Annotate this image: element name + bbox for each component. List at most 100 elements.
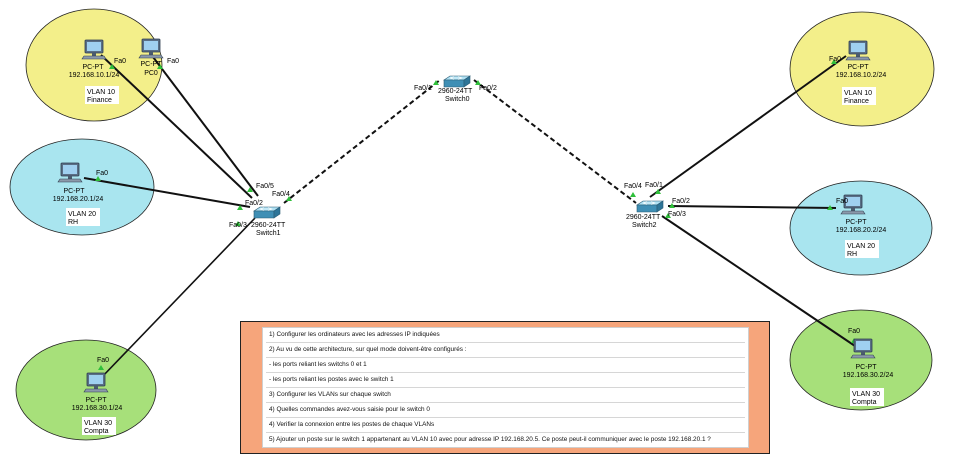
pc-port-labels: Fa0 Fa0 Fa0 Fa0 Fa0 Fa0 Fa0 (96, 56, 860, 364)
pc-name: PC0 (144, 70, 158, 77)
svg-text:VLAN 20: VLAN 20 (68, 211, 96, 218)
switch-model: 2960-24TT (251, 222, 286, 229)
pc-ip: 192.168.30.2/24 (843, 372, 894, 379)
task-item: - les ports reliant les postes avec le s… (269, 376, 394, 383)
port-label: Fa0 (829, 56, 841, 63)
port-label: Fa0/1 (414, 85, 432, 92)
link-switch2-pc6 (661, 215, 856, 347)
instructions-box: 1) Configurer les ordinateurs avec les a… (240, 321, 770, 454)
svg-text:VLAN 20: VLAN 20 (847, 243, 875, 250)
svg-text:Compta: Compta (852, 399, 877, 406)
switch-icon (636, 200, 664, 213)
link-pc3-switch1 (100, 217, 256, 379)
pc-ip: 192.168.20.1/24 (53, 196, 104, 203)
pc-finance-right[interactable] (845, 40, 871, 61)
switch0[interactable] (443, 75, 471, 88)
task-item: 5) Ajouter un poste sur le switch 1 appa… (269, 436, 711, 443)
switch-labels: 2960-24TT Switch0 2960-24TT Switch1 2960… (251, 88, 661, 237)
vlan-label-compta-right: VLAN 30 Compta (850, 388, 884, 406)
link-switch2-pc4 (649, 55, 847, 198)
svg-text:RH: RH (847, 251, 857, 258)
svg-text:VLAN 30: VLAN 30 (84, 420, 112, 427)
task-item: 2) Au vu de cette architecture, sur quel… (269, 346, 467, 353)
pc-labels: PC-PT 192.168.10.1/24 PC-PT PC0 PC-PT 19… (53, 61, 894, 412)
vlan-labels: VLAN 10 Finance VLAN 20 RH VLAN 30 Compt… (66, 86, 884, 435)
vlan-zone-rh-right (789, 180, 933, 276)
pc-icon (845, 40, 871, 61)
task-item: 1) Configurer les ordinateurs avec les a… (269, 331, 440, 338)
vlan-label-finance-right: VLAN 10 Finance (842, 87, 876, 105)
instructions-list: 1) Configurer les ordinateurs avec les a… (262, 327, 749, 448)
trunk-switch1-switch0 (283, 79, 441, 204)
task-item: 4) Verifier la connexion entre les poste… (269, 421, 435, 428)
pc-icon (81, 39, 107, 60)
trunk-switch0-switch2 (473, 79, 637, 204)
pc-model: PC-PT (64, 188, 86, 195)
port-label: Fa0/1 (645, 182, 663, 189)
svg-text:RH: RH (68, 219, 78, 226)
pc-compta-right[interactable] (850, 338, 876, 359)
svg-text:Finance: Finance (87, 97, 112, 104)
vlan-label-rh-right: VLAN 20 RH (845, 240, 879, 258)
link-pc1-switch1 (100, 54, 253, 199)
vlan-zone-finance-left (25, 8, 163, 122)
pc-model: PC-PT (846, 219, 868, 226)
port-label: Fa0/3 (668, 211, 686, 218)
pc-icon (138, 38, 164, 59)
svg-text:Compta: Compta (84, 428, 109, 435)
pc-compta-left[interactable] (83, 372, 109, 393)
vlan-zone-rh-left (9, 138, 155, 236)
switch-model: 2960-24TT (438, 88, 473, 95)
switch2[interactable] (636, 200, 664, 213)
link-pc0-switch1 (152, 56, 259, 197)
pc-model: PC-PT (856, 364, 878, 371)
svg-text:VLAN 10: VLAN 10 (844, 90, 872, 97)
vlan-label-rh-left: VLAN 20 RH (66, 208, 100, 226)
port-label: Fa0/3 (229, 222, 247, 229)
vlan-label-finance-left: VLAN 10 Finance (85, 86, 119, 104)
pc-ip: 192.168.10.1/24 (69, 72, 120, 79)
pc-finance-left[interactable] (81, 39, 107, 60)
switch-icon (443, 75, 471, 88)
vlan-zones (9, 8, 935, 441)
pc-model: PC-PT (83, 64, 105, 71)
vlan-label-compta-left: VLAN 30 Compta (82, 417, 116, 435)
pc-ip: 192.168.30.1/24 (72, 405, 123, 412)
pc-ip: 192.168.20.2/24 (836, 227, 887, 234)
port-label: Fa0/2 (672, 198, 690, 205)
pc-model: PC-PT (848, 64, 870, 71)
task-item: 4) Quelles commandes avez-vous saisie po… (269, 406, 430, 413)
vlan-zone-compta-right (789, 309, 933, 411)
svg-text:VLAN 10: VLAN 10 (87, 89, 115, 96)
link-switch2-pc5 (667, 205, 837, 209)
pc-rh-left[interactable] (57, 162, 83, 183)
switch-name: Switch1 (256, 230, 281, 237)
switch1[interactable] (253, 206, 281, 219)
switch-name: Switch2 (632, 222, 657, 229)
pc-model: PC-PT (141, 61, 163, 68)
port-label: Fa0 (836, 198, 848, 205)
pc-ip: 192.168.10.2/24 (836, 72, 887, 79)
vlan-zone-finance-right (789, 11, 935, 127)
pc-icon (57, 162, 83, 183)
task-item: 3) Configurer les VLANs sur chaque switc… (269, 391, 391, 398)
port-label: Fa0/5 (256, 183, 274, 190)
port-label: Fa0/4 (624, 183, 642, 190)
task-item: - les ports reliant les switchs 0 et 1 (269, 361, 367, 368)
links (83, 54, 856, 379)
port-label: Fa0 (97, 357, 109, 364)
switch-model: 2960-24TT (626, 214, 661, 221)
port-label: Fa0 (167, 58, 179, 65)
switch-icon (253, 206, 281, 219)
pc-icon (83, 372, 109, 393)
port-label: Fa0/2 (245, 200, 263, 207)
switch-port-labels: Fa0/1 Fa0/2 Fa0/5 Fa0/4 Fa0/2 Fa0/3 Fa0/… (229, 85, 690, 229)
port-label: Fa0/4 (272, 191, 290, 198)
port-label: Fa0/2 (479, 85, 497, 92)
pc-model: PC-PT (86, 397, 108, 404)
port-label: Fa0 (96, 170, 108, 177)
port-label: Fa0 (114, 58, 126, 65)
pc0[interactable] (138, 38, 164, 59)
switch-name: Switch0 (445, 96, 470, 103)
